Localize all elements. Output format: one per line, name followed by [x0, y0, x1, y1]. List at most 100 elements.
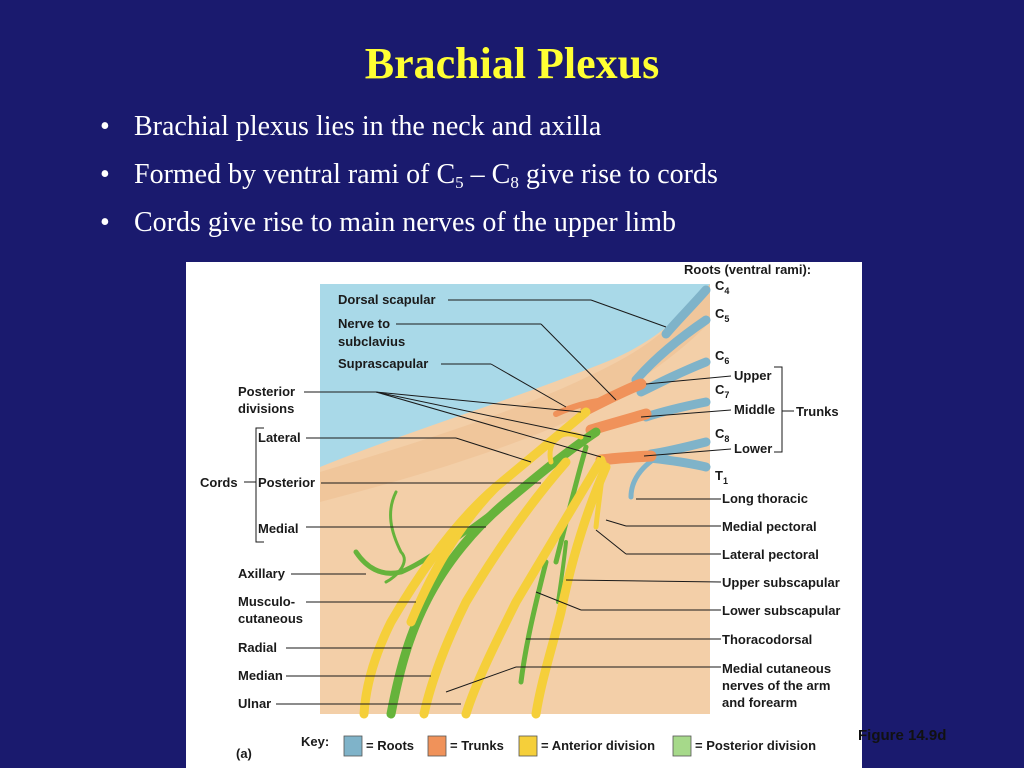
root-c6 [636, 357, 711, 397]
leader [590, 299, 667, 328]
trunk-lower [595, 450, 657, 466]
trunks-bracket [774, 366, 794, 453]
musculocutaneous [359, 482, 501, 719]
label-cord-posterior: Posterior [258, 475, 315, 490]
bullet-text: Brachial plexus lies in the neck and axi… [134, 111, 602, 142]
label-trunk-upper: Upper [734, 368, 772, 383]
label-cutaneous: cutaneous [238, 611, 303, 626]
leader [445, 666, 517, 693]
leader [565, 579, 722, 583]
label-roots-header: Roots (ventral rami): [684, 262, 811, 277]
root-c4 [661, 285, 711, 339]
cords-bracket [244, 427, 264, 543]
leader [640, 409, 732, 418]
key-label-roots: = Roots [366, 738, 414, 753]
lateral-pectoral [547, 431, 584, 465]
bullet-item: • Formed by ventral rami of C5 – C8 give… [100, 151, 980, 199]
label-root-c5: C5 [715, 306, 729, 324]
leader [540, 323, 617, 401]
label-suprascapular: Suprascapular [338, 356, 428, 371]
label-subclavius: subclavius [338, 334, 405, 349]
bullet-item: • Brachial plexus lies in the neck and a… [100, 103, 980, 151]
label-nerve-to: Nerve to [338, 316, 390, 331]
label-medial-cutaneous-3: and forearm [722, 695, 797, 710]
shoulder-skin-shade [320, 284, 710, 502]
bullet-list: • Brachial plexus lies in the neck and a… [100, 103, 980, 247]
anterior-group [359, 407, 611, 719]
label-root-c7: C7 [715, 382, 729, 400]
panel-letter: (a) [236, 746, 252, 761]
label-trunk-lower: Lower [734, 441, 772, 456]
medial-cord [461, 455, 606, 719]
dorsal-branch [384, 490, 406, 584]
bullet-text-post: give rise to cords [518, 159, 718, 190]
key-label-trunks: = Trunks [450, 738, 504, 753]
label-cords: Cords [200, 475, 238, 490]
axillary-nerve [353, 499, 509, 576]
trunk-upper [580, 378, 647, 416]
label-posterior: Posterior [238, 384, 295, 399]
leader [490, 363, 567, 408]
key-swatch-trunks [427, 735, 447, 757]
median-nerve [419, 457, 571, 719]
key-label-posterior: = Posterior division [695, 738, 816, 753]
bullet-text-pre: Formed by ventral rami of C [134, 159, 456, 190]
label-ulnar: Ulnar [238, 696, 271, 711]
medial-pectoral [593, 459, 607, 530]
label-root-c4: C4 [715, 278, 729, 296]
label-cord-medial: Medial [258, 521, 298, 536]
leader [643, 448, 732, 457]
label-medial-cutaneous-2: nerves of the arm [722, 678, 830, 693]
leader [535, 591, 582, 611]
label-medial-pectoral: Medial pectoral [722, 519, 817, 534]
label-divisions: divisions [238, 401, 294, 416]
key-swatch-roots [343, 735, 363, 757]
left-labels: Dorsal scapular Nerve to subclavius Supr… [200, 292, 436, 711]
bullet-text-mid: – C [463, 159, 511, 190]
figure-caption: Figure 14.9d [858, 727, 947, 744]
label-lower-subscapular: Lower subscapular [722, 603, 840, 618]
leader [605, 519, 627, 527]
label-lateral-pectoral: Lateral pectoral [722, 547, 819, 562]
ulnar-nerve [531, 462, 611, 719]
label-long-thoracic: Long thoracic [722, 491, 808, 506]
label-root-t1: T1 [715, 468, 728, 486]
leader [375, 391, 592, 438]
label-root-c8: C8 [715, 426, 729, 444]
root-c5 [631, 315, 711, 385]
leader [375, 391, 602, 458]
thoracodorsal [518, 559, 549, 685]
leader [595, 529, 627, 555]
leader [645, 375, 732, 385]
label-axillary: Axillary [238, 566, 286, 581]
label-musculo: Musculo- [238, 594, 295, 609]
right-labels: Roots (ventral rami): C4 C5 C6 C7 C8 T1 … [684, 262, 840, 710]
leader [455, 437, 532, 463]
plexus-diagram: Dorsal scapular Nerve to subclavius Supr… [200, 262, 840, 761]
label-root-c6: C6 [715, 348, 729, 366]
bullet-item: • Cords give rise to main nerves of the … [100, 199, 980, 247]
radial-nerve [386, 597, 431, 719]
key-label-anterior: = Anterior division [541, 738, 655, 753]
lower-subscap [556, 540, 568, 604]
brachial-plexus-figure: Dorsal scapular Nerve to subclavius Supr… [186, 262, 862, 768]
bullet-glyph: • [100, 111, 110, 142]
bullet-text: Cords give rise to main nerves of the up… [134, 207, 676, 238]
label-upper-subscapular: Upper subscapular [722, 575, 840, 590]
key-swatch-posterior [672, 735, 692, 757]
subscript: 8 [510, 173, 519, 192]
bullet-glyph: • [100, 159, 110, 190]
label-cord-lateral: Lateral [258, 430, 301, 445]
leader [375, 391, 582, 413]
label-dorsal-scapular: Dorsal scapular [338, 292, 436, 307]
key-legend: (a) Key: = Roots = Trunks = Anterior div… [236, 734, 816, 761]
posterior-group [353, 427, 601, 719]
label-median: Median [238, 668, 283, 683]
subscript: 5 [455, 173, 464, 192]
label-medial-cutaneous-1: Medial cutaneous [722, 661, 831, 676]
label-trunks: Trunks [796, 404, 839, 419]
slide-title: Brachial Plexus [364, 39, 660, 88]
key-swatch-anterior [518, 735, 538, 757]
label-radial: Radial [238, 640, 277, 655]
key-title: Key: [301, 734, 329, 749]
